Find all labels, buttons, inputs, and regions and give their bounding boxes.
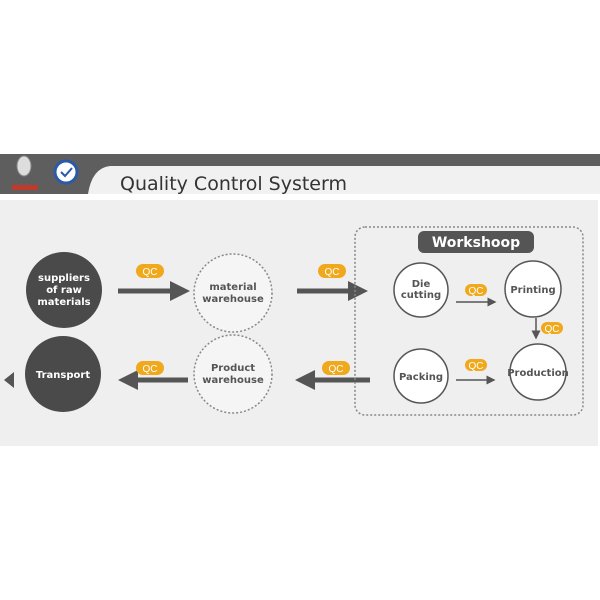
qc-badge: QC: [322, 361, 350, 375]
svg-text:materials: materials: [37, 297, 90, 308]
svg-text:QC: QC: [545, 324, 560, 335]
svg-text:suppliers: suppliers: [38, 273, 90, 284]
page-title: Quality Control Systerm: [120, 173, 347, 195]
svg-text:Production: Production: [507, 368, 569, 379]
svg-text:Product: Product: [211, 363, 255, 374]
node-die-cutting: Die cutting: [393, 262, 449, 318]
node-material-warehouse: material warehouse: [193, 253, 273, 333]
bureau-veritas-logo: [12, 155, 38, 190]
svg-text:QC: QC: [469, 286, 484, 297]
qc-badge: QC: [465, 284, 487, 297]
title-band: [0, 166, 600, 194]
workshop-label-box: [418, 231, 534, 253]
svg-text:QC: QC: [143, 267, 158, 278]
qc-badge: QC: [318, 264, 346, 278]
arrow-out: [4, 372, 14, 388]
svg-text:QC: QC: [325, 267, 340, 278]
svg-text:cutting: cutting: [401, 290, 441, 301]
qc-badge: QC: [541, 322, 563, 335]
svg-text:QC: QC: [329, 364, 344, 375]
svg-text:Die: Die: [412, 279, 431, 290]
header-bar: [0, 154, 600, 166]
node-production: Production: [507, 343, 569, 401]
node-printing: Printing: [504, 260, 562, 318]
qc-badge: QC: [136, 264, 164, 278]
node-product-warehouse: Product warehouse: [193, 334, 273, 414]
svg-text:warehouse: warehouse: [202, 294, 264, 305]
svg-text:QC: QC: [143, 364, 158, 375]
svg-text:warehouse: warehouse: [202, 375, 264, 386]
svg-text:Transport: Transport: [36, 370, 90, 381]
svg-text:Printing: Printing: [510, 285, 555, 296]
certification-seal-icon: [53, 159, 79, 185]
workshop-box: [354, 226, 584, 416]
svg-text:material: material: [209, 282, 256, 293]
qc-badge: QC: [136, 361, 164, 375]
svg-text:QC: QC: [469, 361, 484, 372]
workshop-label: Workshoop: [432, 235, 520, 251]
node-suppliers: suppliers of raw materials: [26, 252, 102, 328]
node-transport: Transport: [25, 336, 101, 412]
node-packing: Packing: [393, 348, 449, 404]
svg-text:of raw: of raw: [46, 285, 82, 296]
svg-text:Packing: Packing: [399, 372, 443, 383]
qc-badge: QC: [465, 359, 487, 372]
